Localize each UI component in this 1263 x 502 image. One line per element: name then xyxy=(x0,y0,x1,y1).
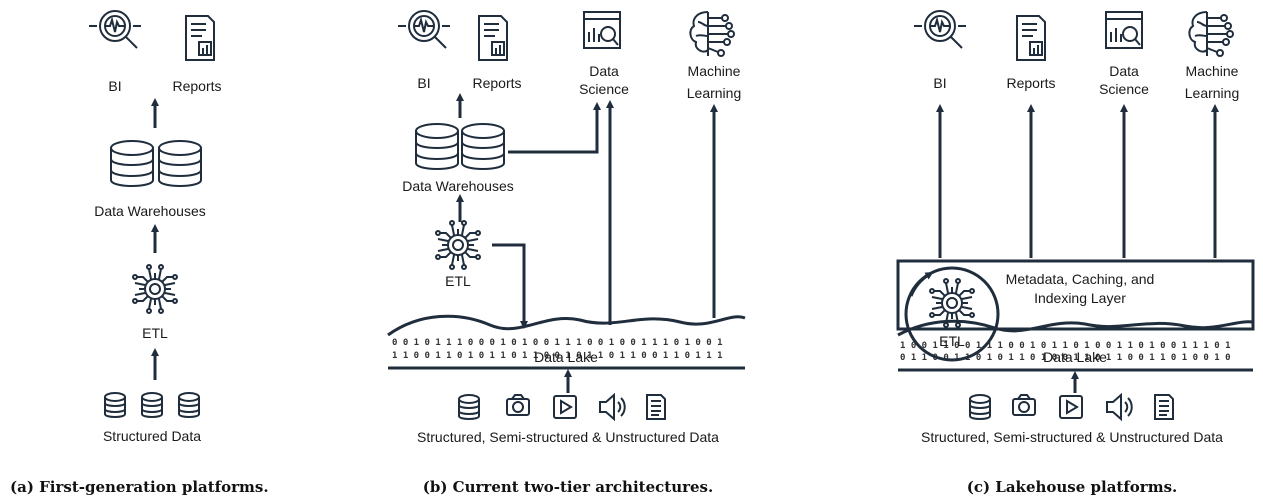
bi-magnifier-icon xyxy=(397,10,451,49)
database-icon xyxy=(104,392,126,418)
bi-label: BI xyxy=(108,78,121,94)
structured-label: Structured Data xyxy=(103,428,201,444)
lake-bits: 0 0 1 0 1 1 1 0 0 0 1 0 1 0 0 1 1 1 0 0 … xyxy=(392,338,723,348)
warehouses-label: Data Warehouses xyxy=(94,203,206,219)
audio-speaker-icon xyxy=(599,394,626,420)
document-icon xyxy=(1154,394,1174,420)
sources-label: Structured, Semi-structured & Unstructur… xyxy=(921,429,1223,445)
report-doc-icon xyxy=(478,15,508,61)
bi-magnifier-icon xyxy=(88,10,142,49)
caption-c: (c) Lakehouse platforms. xyxy=(967,478,1178,496)
lake-label: Data Lake xyxy=(534,349,598,365)
report-doc-icon xyxy=(185,15,215,61)
bi-magnifier-icon xyxy=(913,10,967,49)
reports-label: Reports xyxy=(1006,75,1055,91)
audio-speaker-icon xyxy=(1106,394,1133,420)
warehouses-label: Data Warehouses xyxy=(402,178,514,194)
machine-learning-label-1: Machine xyxy=(1186,63,1239,79)
etl-label: ETL xyxy=(939,333,965,349)
etl-chip-icon xyxy=(132,264,178,314)
layer-label-1: Metadata, Caching, and xyxy=(1006,271,1155,287)
reports-label: Reports xyxy=(472,75,521,91)
database-icon xyxy=(158,140,202,187)
bi-label: BI xyxy=(933,75,946,91)
video-play-icon xyxy=(553,395,577,419)
bi-label: BI xyxy=(417,75,430,91)
lake-label: Data Lake xyxy=(1043,349,1107,365)
lake-bits: 1 0 0 1 1 0 0 1 1 1 0 0 1 0 1 1 0 1 0 0 … xyxy=(900,341,1231,351)
panel-c: BI Reports Data Science Machine Learning… xyxy=(896,10,1255,496)
caption-b: (b) Current two-tier architectures. xyxy=(423,478,713,496)
machine-learning-label-2: Learning xyxy=(687,85,742,101)
database-icon xyxy=(141,392,163,418)
lake-wave xyxy=(897,319,1254,337)
lake-bits: 0 1 1 0 0 1 1 0 1 0 1 1 0 1 0 0 1 1 0 1 … xyxy=(900,353,1231,363)
etl-label: ETL xyxy=(445,273,471,289)
lake-bits: 1 1 0 0 1 1 0 1 0 1 1 0 1 1 0 0 1 0 1 1 … xyxy=(392,351,723,361)
camera-icon xyxy=(1012,394,1036,416)
arrow-etl-from-lake xyxy=(492,243,528,329)
report-doc-icon xyxy=(1016,15,1046,61)
database-icon xyxy=(415,123,459,170)
database-icon xyxy=(458,394,480,420)
panel-a: BI Reports Data Warehouses ETL Structure… xyxy=(10,10,269,496)
machine-learning-label-1: Machine xyxy=(688,63,741,79)
lake-wave xyxy=(387,314,746,337)
reports-label: Reports xyxy=(172,78,221,94)
document-icon xyxy=(646,394,666,420)
video-play-icon xyxy=(1059,395,1083,419)
etl-loop-circle xyxy=(904,266,1000,362)
metadata-layer-box xyxy=(896,259,1255,331)
etl-chip-icon xyxy=(435,220,481,270)
data-science-label-2: Science xyxy=(579,81,629,97)
database-icon xyxy=(178,392,200,418)
panel-b: BI Reports Data Science Machine Learning… xyxy=(387,10,746,496)
etl-loop-arrow xyxy=(909,271,934,297)
machine-learning-brain-icon xyxy=(689,11,735,57)
data-science-label-2: Science xyxy=(1099,81,1149,97)
machine-learning-label-2: Learning xyxy=(1185,85,1240,101)
machine-learning-brain-icon xyxy=(1188,11,1234,57)
database-icon xyxy=(461,123,505,170)
database-icon xyxy=(969,394,991,420)
arrow-warehouse-to-ds xyxy=(508,102,601,154)
etl-label: ETL xyxy=(142,325,168,341)
sources-label: Structured, Semi-structured & Unstructur… xyxy=(417,429,719,445)
data-science-label-1: Data xyxy=(1109,63,1139,79)
caption-a: (a) First-generation platforms. xyxy=(10,478,269,496)
layer-label-2: Indexing Layer xyxy=(1034,290,1126,306)
data-science-label-1: Data xyxy=(589,63,619,79)
database-icon xyxy=(110,140,154,187)
data-science-monitor-icon xyxy=(583,11,621,49)
camera-icon xyxy=(506,394,530,416)
data-science-monitor-icon xyxy=(1105,11,1143,49)
